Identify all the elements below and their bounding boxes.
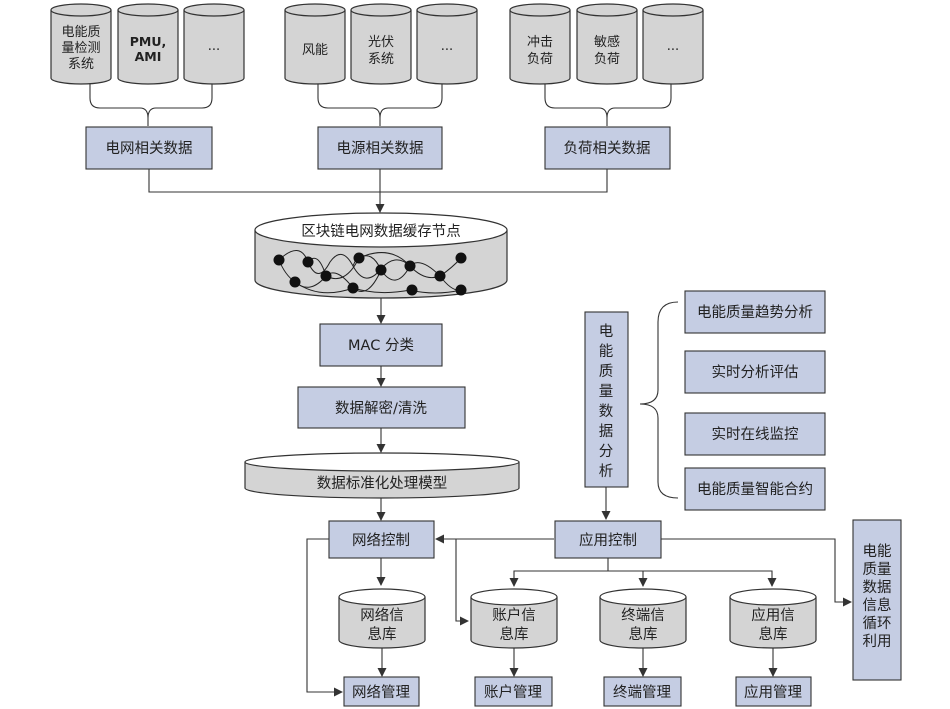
cylinder-pv-system	[350, 10, 412, 85]
analysis-item-online-monitor-label: 实时在线监控	[712, 426, 799, 443]
database-account-label: 账户信息库	[492, 607, 536, 643]
cylinder-grid-more	[183, 10, 245, 85]
category-box-load	[544, 126, 671, 170]
control-connectors	[306, 534, 852, 697]
category-box-power	[317, 126, 443, 170]
source-label-load-3: ···	[667, 43, 679, 58]
cylinder-pmu-ami	[117, 10, 179, 85]
cache-node-label: 区块链电网数据缓存节点	[301, 223, 461, 240]
source-cylinders	[50, 3, 704, 85]
management-network-label: 网络管理	[352, 684, 410, 701]
standardization-model: 数据标准化处理模型	[244, 452, 520, 499]
power-quality-analysis-label: 电能质量数据分析	[599, 323, 614, 480]
database-network	[338, 597, 426, 649]
data-recycle-label: 电能质量数据信息循环利用	[863, 543, 892, 650]
cylinder-impact-load	[509, 10, 571, 85]
analysis-item-smart-contract-label: 电能质量智能合约	[697, 481, 813, 498]
db-to-management-arrows	[377, 648, 778, 677]
category-box-grid	[85, 126, 213, 170]
management-account	[474, 676, 553, 707]
database-network-label: 网络信息库	[360, 607, 404, 643]
database-terminal-label: 终端信息库	[621, 607, 665, 643]
management-terminal-label: 终端管理	[613, 684, 671, 701]
database-application	[729, 597, 817, 649]
analysis-item-trend	[684, 290, 826, 334]
management-network	[343, 676, 420, 707]
cylinder-power-more	[416, 10, 478, 85]
category-boxes	[85, 126, 671, 170]
management-application	[735, 676, 812, 707]
management-terminal	[603, 676, 682, 707]
management-application-label: 应用管理	[744, 683, 802, 701]
cylinder-wind	[284, 10, 346, 85]
category-connectors	[148, 169, 608, 213]
network-control-label: 网络控制	[352, 532, 410, 549]
mac-classification-label: MAC 分类	[348, 337, 414, 354]
database-account	[470, 597, 558, 649]
standardization-model-label: 数据标准化处理模型	[317, 475, 448, 492]
decrypt-clean-box	[297, 386, 466, 429]
database-terminal	[599, 597, 687, 649]
management-account-label: 账户管理	[484, 684, 542, 701]
analysis-item-trend-label: 电能质量趋势分析	[697, 304, 813, 321]
source-label-power-3: ···	[441, 43, 453, 58]
blockchain-nodes	[273, 252, 467, 296]
app-control-label: 应用控制	[579, 531, 637, 549]
blockchain-cache-node: 区块链电网数据缓存节点	[254, 212, 508, 299]
category-grid-label: 电网相关数据	[106, 140, 193, 157]
database-cylinders	[338, 588, 817, 649]
source-label-power-2: 光伏系统	[368, 35, 394, 67]
analysis-item-smart-contract	[684, 467, 826, 511]
analysis-item-online-monitor	[684, 412, 826, 456]
source-label-power-1: 风能	[302, 43, 328, 58]
source-label-grid-1: 电能质量检测系统	[61, 25, 100, 72]
source-label-load-2: 敏感负荷	[594, 34, 620, 67]
source-label-grid-2: PMU,AMI	[130, 34, 167, 64]
cylinder-power-quality-monitoring	[50, 10, 112, 85]
category-load-label: 负荷相关数据	[564, 140, 651, 157]
analysis-brace	[639, 301, 679, 499]
source-labels: 电能质量检测系统 PMU,AMI ··· 风能 光伏系统 ··· 冲击负荷 敏感…	[61, 25, 679, 72]
management-boxes	[343, 676, 812, 707]
source-label-grid-3: ···	[208, 43, 220, 58]
analysis-item-realtime-eval-label: 实时分析评估	[712, 364, 799, 381]
data-recycle-box	[852, 519, 902, 681]
category-power-label: 电源相关数据	[337, 140, 424, 157]
analysis-item-boxes	[684, 290, 826, 511]
decrypt-clean-label: 数据解密/清洗	[335, 400, 427, 417]
source-braces	[89, 84, 672, 126]
cylinder-load-more	[642, 10, 704, 85]
analysis-item-realtime-eval	[684, 350, 826, 394]
cylinder-sensitive-load	[576, 10, 638, 85]
database-application-label: 应用信息库	[751, 606, 795, 643]
mac-classification-box	[319, 323, 443, 367]
source-label-load-1: 冲击负荷	[527, 35, 553, 67]
